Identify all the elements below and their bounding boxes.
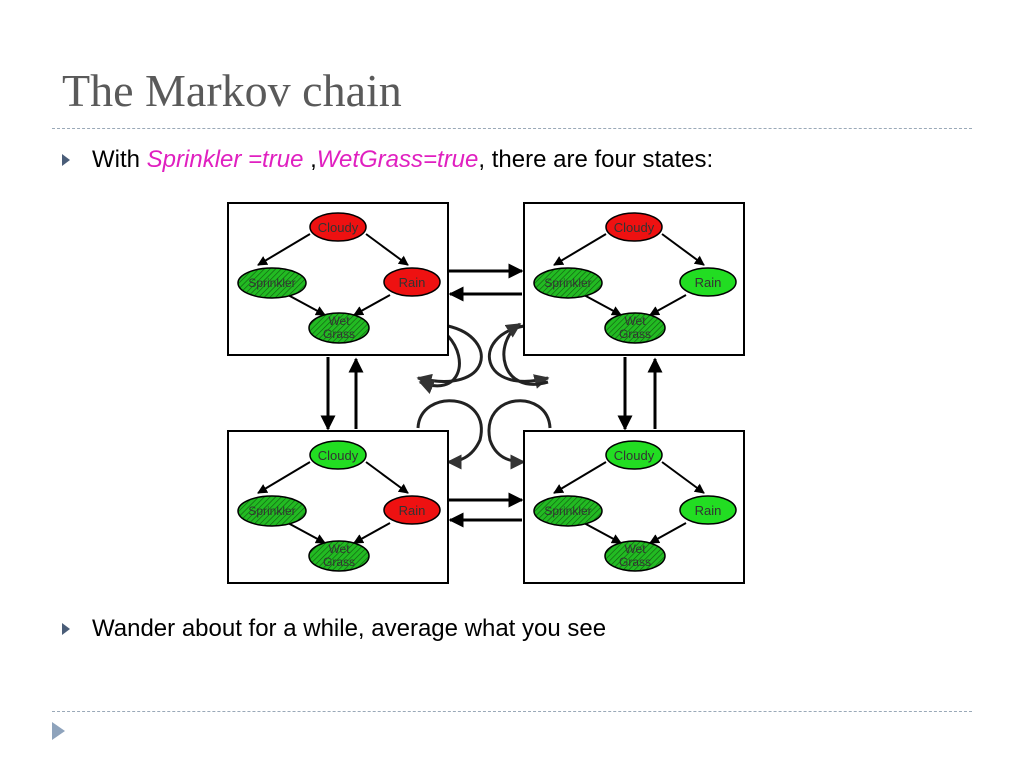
bn-edge [365, 233, 409, 266]
bn-edge [287, 522, 326, 544]
bn-edge [583, 294, 622, 316]
sprinkler-node [237, 267, 307, 299]
wetgrass-label-line1: Wet [624, 542, 646, 556]
evidence-wetgrass: WetGrass=true [316, 146, 479, 173]
sprinkler-node [533, 267, 603, 299]
wetgrass-label-line2: Grass [619, 555, 651, 569]
wetgrass-label-line1: Wet [624, 314, 646, 328]
bullet-item-2: Wander about for a while, average what y… [62, 615, 606, 643]
bn-edge [649, 294, 687, 316]
cloudy-label: Cloudy [318, 220, 359, 235]
transition-diag-curve-4 [502, 322, 549, 386]
triangle-bullet-icon [62, 154, 70, 166]
footer-divider [52, 711, 972, 712]
wetgrass-label-line2: Grass [323, 327, 355, 341]
rain-label: Rain [695, 275, 722, 290]
wetgrass-label-line2: Grass [619, 327, 651, 341]
cloudy-label: Cloudy [318, 448, 359, 463]
transition-diag-curve-1 [416, 324, 483, 389]
sprinkler-label: Sprinkler [248, 276, 295, 290]
evidence-sprinkler: Sprinkler =true [146, 146, 304, 173]
rain-label: Rain [399, 503, 426, 518]
wetgrass-node [308, 540, 370, 572]
wetgrass-label-line1: Wet [328, 314, 350, 328]
bullet-text-1: With Sprinkler =true ,WetGrass=true, the… [92, 146, 713, 174]
cloudy-node [309, 212, 367, 242]
cloudy-label: Cloudy [614, 220, 655, 235]
triangle-bullet-icon [62, 623, 70, 635]
bullet1-suffix: , there are four states: [478, 146, 714, 173]
bullet1-prefix: With [92, 146, 147, 173]
wetgrass-node [604, 312, 666, 344]
bn-edge [257, 461, 311, 494]
bn-edge [583, 522, 622, 544]
bn-edge [365, 461, 409, 494]
wetgrass-node [308, 312, 370, 344]
bn-edge [353, 522, 391, 544]
bn-edge [661, 233, 705, 266]
bullet-text-2: Wander about for a while, average what y… [92, 615, 607, 642]
transition-diag-curve-2 [418, 334, 461, 394]
bn-edge [553, 233, 607, 266]
cloudy-node [605, 212, 663, 242]
rain-label: Rain [695, 503, 722, 518]
rain-node [383, 267, 441, 297]
state-transitions [320, 263, 663, 528]
transition-diag-curve-5 [416, 399, 483, 470]
sprinkler-label: Sprinkler [544, 504, 591, 518]
wetgrass-label-line1: Wet [328, 542, 350, 556]
wetgrass-node [604, 540, 666, 572]
sprinkler-label: Sprinkler [248, 504, 295, 518]
bn-edge [553, 461, 607, 494]
transition-diag-curve-6 [487, 399, 552, 470]
rain-label: Rain [399, 275, 426, 290]
wetgrass-label-line2: Grass [323, 555, 355, 569]
cloudy-label: Cloudy [614, 448, 655, 463]
bullet-item-1: With Sprinkler =true ,WetGrass=true, the… [62, 146, 713, 174]
title-divider [52, 128, 972, 129]
cloudy-node [309, 440, 367, 470]
slide-title: The Markov chain [62, 65, 402, 116]
cloudy-node [605, 440, 663, 470]
sprinkler-node [237, 495, 307, 527]
rain-node [679, 267, 737, 297]
sprinkler-label: Sprinkler [544, 276, 591, 290]
bn-edge [649, 522, 687, 544]
rain-node [679, 495, 737, 525]
bn-edge [287, 294, 326, 316]
rain-node [383, 495, 441, 525]
bn-edge [661, 461, 705, 494]
bullet1-separator: , [303, 146, 317, 173]
bn-edge [257, 233, 311, 266]
bn-edge [353, 294, 391, 316]
sprinkler-node [533, 495, 603, 527]
nav-triangle-icon[interactable] [52, 722, 65, 740]
